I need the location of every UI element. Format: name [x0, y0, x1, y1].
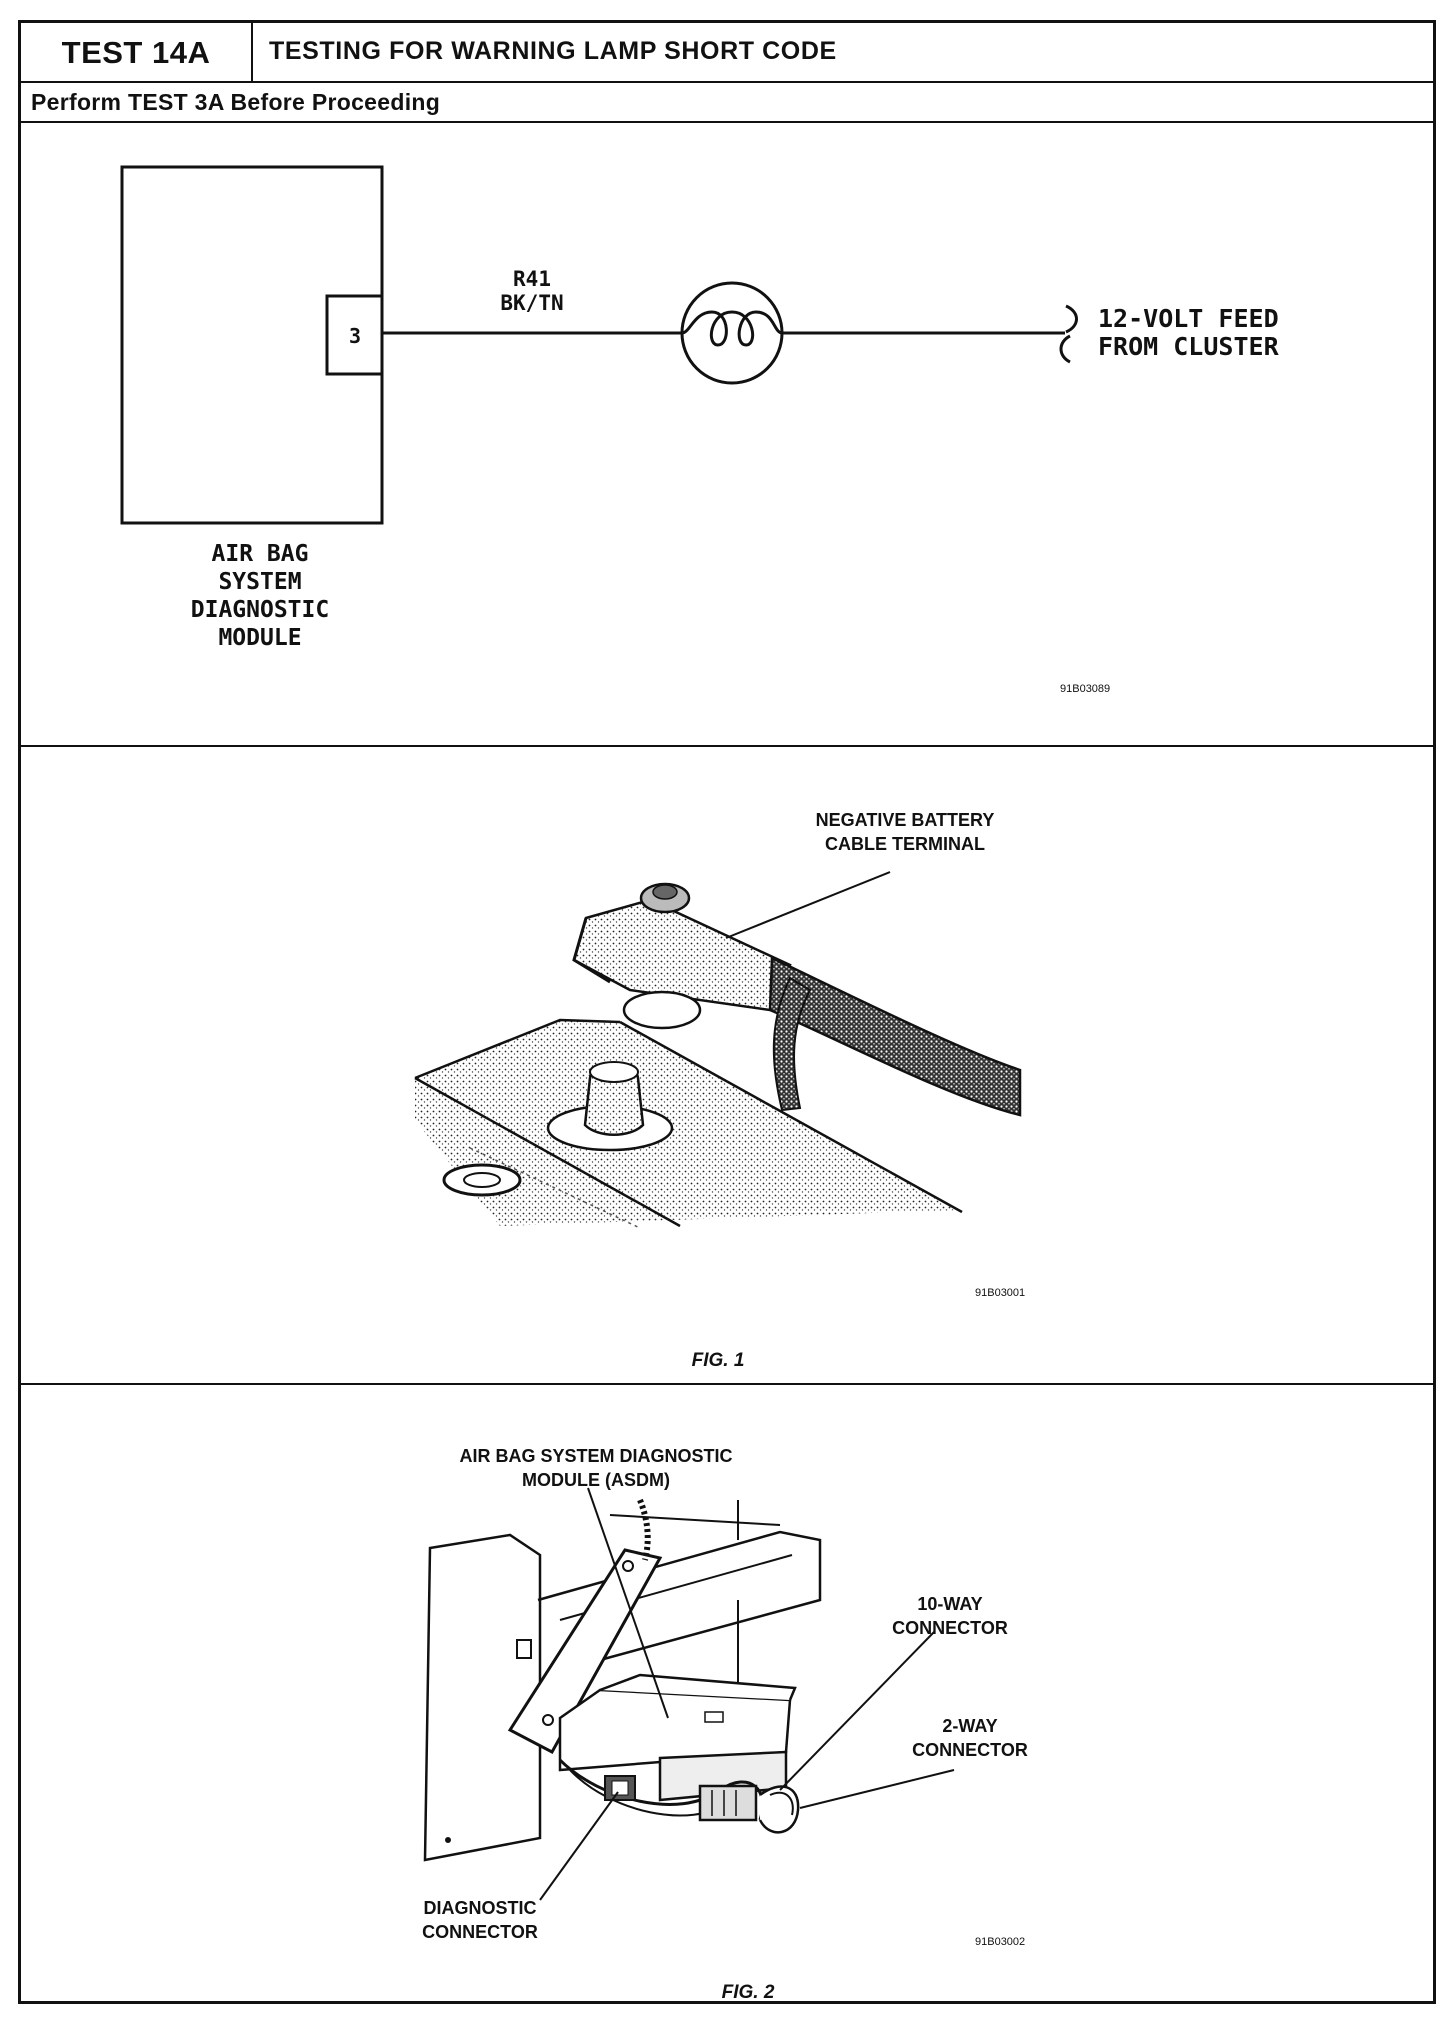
prerequisite-note: Perform TEST 3A Before Proceeding [21, 83, 1433, 123]
connector-break-icon [1065, 304, 1078, 334]
pin-number: 3 [349, 324, 361, 348]
pin-box [325, 294, 384, 376]
connector-break-lower [1059, 334, 1071, 364]
diagnostic-connector-icon [604, 1775, 636, 1801]
terminal-callout-line1: NEGATIVE BATTERY [816, 810, 995, 830]
figure-1-caption: FIG. 1 [692, 1350, 745, 1371]
diag-callout-line2: CONNECTOR [422, 1922, 538, 1942]
diag-leader-line [539, 1791, 619, 1901]
ten-way-callout-line2: CONNECTOR [892, 1618, 1008, 1638]
two-way-callout-line1: 2-WAY [942, 1716, 997, 1736]
feed-label-line1: 12-VOLT FEED [1098, 304, 1279, 333]
warning-lamp-icon [680, 281, 784, 385]
module-label-line1: AIR BAG [212, 541, 309, 567]
battery-cable-icon [768, 956, 1022, 1117]
panel-divider-2 [21, 1383, 1433, 1385]
schematic-diagram: 3 R41 BK/TN 12-VOLT FEED FROM CLUSTER AI… [120, 165, 1280, 695]
terminal-callout-line2: CABLE TERMINAL [825, 834, 985, 854]
test-id: TEST 14A [21, 23, 253, 83]
asdm-module-icon [558, 1673, 797, 1802]
figure-2-image-code: 91B03002 [975, 1936, 1025, 1948]
asdm-callout-line1: AIR BAG SYSTEM DIAGNOSTIC [459, 1446, 732, 1466]
mounting-panel-illustration [423, 1500, 822, 1862]
ten-way-connector-icon [698, 1784, 758, 1822]
terminal-leader-line [725, 871, 891, 939]
two-way-callout-line2: CONNECTOR [912, 1740, 1028, 1760]
module-label-line3: DIAGNOSTIC [191, 597, 329, 623]
figure-1-battery: NEGATIVE BATTERY CABLE TERMINAL 91B03001… [414, 810, 1025, 1371]
ten-way-leader-line [779, 1631, 935, 1791]
module-label-line2: SYSTEM [218, 569, 301, 595]
bracket-icon [507, 1498, 663, 1755]
figure-1-image-code: 91B03001 [975, 1287, 1025, 1299]
wire-color: BK/TN [500, 291, 563, 315]
header-bar: TEST 14A TESTING FOR WARNING LAMP SHORT … [21, 23, 1433, 83]
diag-callout-line1: DIAGNOSTIC [423, 1898, 536, 1918]
figure-2-caption: FIG. 2 [722, 1982, 775, 2003]
cable-terminal-icon [572, 882, 792, 1030]
two-way-leader-line [799, 1769, 955, 1809]
two-way-connector-icon [758, 1785, 800, 1834]
figure-2-asdm: AIR BAG SYSTEM DIAGNOSTIC MODULE (ASDM) … [422, 1446, 1028, 2003]
module-label-line4: MODULE [218, 625, 301, 651]
ten-way-callout-line1: 10-WAY [917, 1594, 982, 1614]
asdm-callout-line2: MODULE (ASDM) [522, 1470, 670, 1490]
panel-divider-1 [21, 745, 1433, 747]
schematic-image-code: 91B03089 [1060, 683, 1110, 695]
washer-icon [442, 1163, 522, 1197]
wire-code: R41 [513, 267, 551, 291]
battery-post-icon [546, 1061, 674, 1152]
asdm-leader-line [587, 1487, 669, 1719]
battery-top-illustration [414, 1018, 963, 1229]
feed-label-line2: FROM CLUSTER [1098, 332, 1280, 361]
page-title: TESTING FOR WARNING LAMP SHORT CODE [269, 37, 837, 65]
page-frame: TEST 14A TESTING FOR WARNING LAMP SHORT … [18, 20, 1436, 2004]
